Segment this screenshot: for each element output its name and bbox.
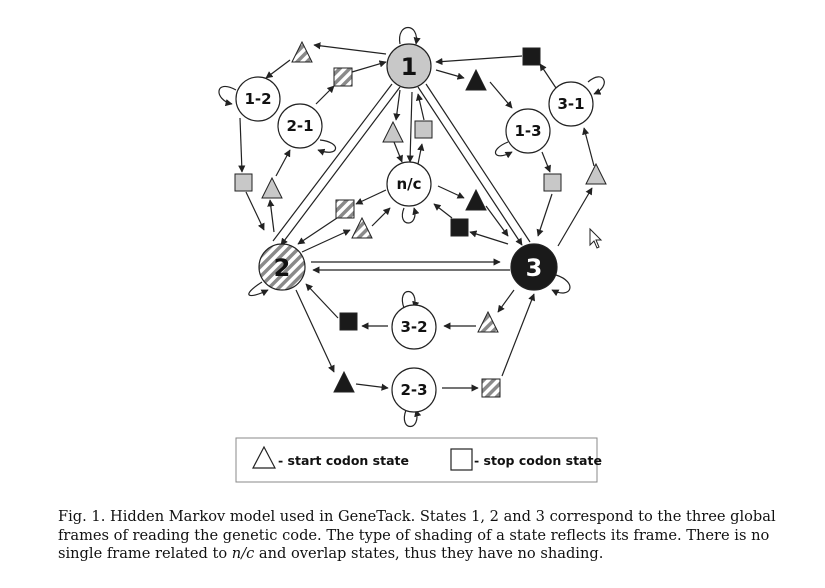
stop-codon-nc-3 bbox=[450, 218, 469, 237]
self-loop-2 bbox=[248, 281, 269, 297]
edge-1-3-a bbox=[417, 86, 523, 246]
start-codon-2-3 bbox=[333, 370, 355, 393]
state-1-label: 1 bbox=[401, 53, 418, 81]
state-2-circle bbox=[258, 243, 306, 291]
stop-codon-3-1 bbox=[522, 47, 541, 66]
state-3-1-label: 3-1 bbox=[557, 95, 584, 113]
transition-edges bbox=[218, 27, 605, 427]
state-3-circle bbox=[510, 243, 558, 291]
state-3-2-circle bbox=[391, 304, 437, 350]
states: 1 2 3 1-2 2-1 1-3 3-1 n/c 3-2 2-3 bbox=[235, 43, 594, 413]
legend-box bbox=[235, 437, 598, 483]
state-2-label: 2 bbox=[274, 254, 291, 282]
stop-codon-1-3 bbox=[543, 173, 562, 192]
state-nc-label: n/c bbox=[396, 175, 421, 193]
state-3-label: 3 bbox=[526, 254, 543, 282]
codon-states bbox=[234, 40, 607, 398]
self-loop-31 bbox=[587, 76, 605, 95]
legend-stop-icon bbox=[450, 448, 473, 471]
legend: - start codon state - stop codon state bbox=[235, 437, 602, 483]
self-loop-3 bbox=[551, 274, 571, 297]
state-1-3-circle bbox=[505, 108, 551, 154]
self-loop-13 bbox=[495, 141, 513, 159]
stop-codon-2-3 bbox=[481, 378, 501, 398]
state-nc-circle bbox=[386, 161, 432, 207]
legend-start-icon bbox=[252, 445, 276, 469]
state-2-3-circle bbox=[391, 367, 437, 413]
state-1-2-label: 1-2 bbox=[244, 90, 271, 108]
edge-1-3-b bbox=[425, 83, 531, 243]
mouse-cursor-icon bbox=[589, 227, 603, 249]
start-codon-2-1 bbox=[261, 176, 283, 199]
self-loop-12 bbox=[218, 85, 237, 107]
caption-text-2: and overlap states, thus they have no sh… bbox=[254, 545, 604, 562]
legend-start-label: - start codon state bbox=[278, 453, 409, 468]
state-1-circle bbox=[386, 43, 432, 89]
edge-1-2-b bbox=[272, 83, 393, 242]
stop-codon-nc-1 bbox=[414, 120, 433, 139]
self-loop-32 bbox=[401, 291, 420, 309]
caption-italic: n/c bbox=[231, 545, 255, 562]
self-loop-21 bbox=[317, 139, 337, 156]
state-3-2-label: 3-2 bbox=[400, 318, 427, 336]
start-codon-3-2 bbox=[477, 310, 499, 333]
hmm-diagram: 1 2 3 1-2 2-1 1-3 3-1 n/c 3-2 2-3 - star… bbox=[218, 27, 607, 483]
self-loop-23 bbox=[403, 409, 422, 427]
stop-codon-2-1 bbox=[333, 67, 353, 87]
state-3-1-circle bbox=[548, 81, 594, 127]
state-1-2-circle bbox=[235, 76, 281, 122]
stop-codon-3-2 bbox=[339, 312, 358, 331]
start-codon-1-2 bbox=[291, 40, 313, 63]
stop-codon-nc-2 bbox=[335, 199, 355, 219]
state-2-3-label: 2-3 bbox=[400, 381, 427, 399]
figure-caption: Fig. 1. Hidden Markov model used in Gene… bbox=[58, 508, 783, 564]
start-codon-1-3 bbox=[465, 68, 487, 91]
start-codon-nc-1 bbox=[382, 120, 404, 143]
self-loop-nc bbox=[401, 207, 420, 224]
start-codon-nc-3 bbox=[465, 188, 487, 211]
legend-stop-label: - stop codon state bbox=[474, 453, 602, 468]
start-codon-nc-2 bbox=[351, 216, 373, 239]
self-loop-1 bbox=[399, 27, 421, 45]
stop-codon-1-2 bbox=[234, 173, 253, 192]
state-1-3-label: 1-3 bbox=[514, 122, 541, 140]
state-2-1-label: 2-1 bbox=[286, 117, 313, 135]
start-codon-3-1 bbox=[585, 162, 607, 185]
edge-1-2-a bbox=[280, 86, 401, 246]
caption-text-1: Fig. 1. Hidden Markov model used in Gene… bbox=[58, 508, 776, 562]
state-2-1-circle bbox=[277, 103, 323, 149]
